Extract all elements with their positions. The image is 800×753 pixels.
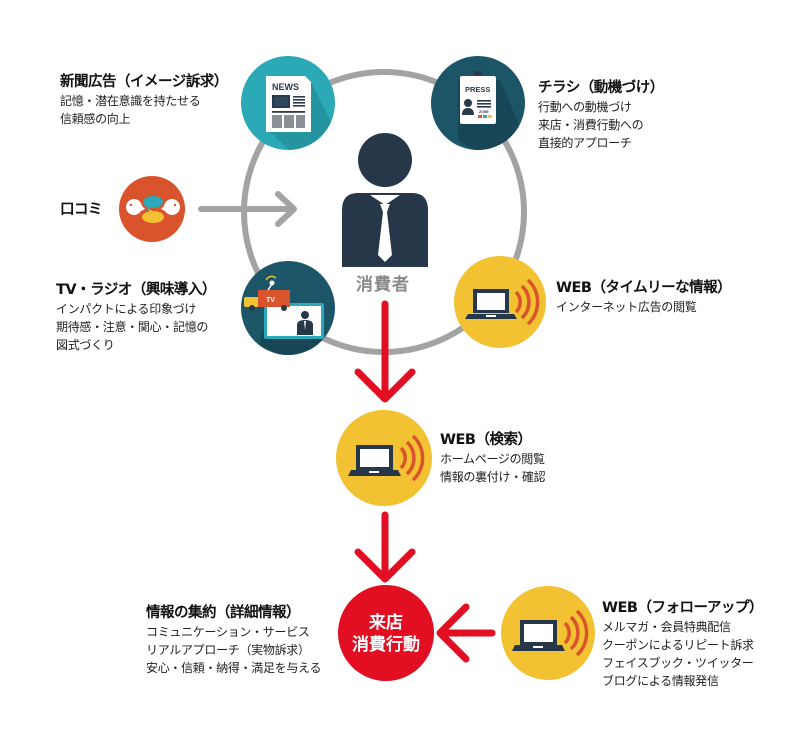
tv-radio-title: TV・ラジオ（興味導入） [56, 282, 216, 298]
info-aggregation-line: リアルアプローチ（実物訴求） [146, 643, 310, 657]
web-search-text: WEB（検索） ホームページの閲覧 情報の裏付け・確認 [440, 430, 546, 486]
web-followup-title: WEB（フォローアップ） [602, 600, 763, 616]
web-search-line: 情報の裏付け・確認 [440, 470, 546, 484]
businessman-icon [342, 133, 428, 267]
web-timely-text: WEB（タイムリーな情報） インターネット広告の閲覧 [556, 278, 732, 316]
tv-radio-line: 図式づくり [56, 338, 115, 352]
newspaper-line: 記憶・潜在意識を持たせる [60, 94, 201, 108]
newspaper-text: 新聞広告（イメージ訴求） 記憶・潜在意識を持たせる 信頼感の向上 [60, 72, 228, 128]
word-of-mouth-arrow [198, 191, 297, 227]
flyer-node: PRESS ZONE [431, 56, 525, 150]
store-visit-line: 消費行動 [352, 635, 420, 655]
info-aggregation-line: 安心・信頼・納得・満足を与える [146, 661, 322, 675]
flyer-title: チラシ（動機づけ） [538, 80, 664, 96]
web-followup-line: フェイスブック・ツイッター [602, 656, 754, 670]
info-aggregation-title: 情報の集約（詳細情報） [146, 605, 301, 621]
newspaper-node: NEWS [241, 56, 335, 150]
flyer-line: 来店・消費行動への [538, 118, 644, 132]
press-badge-text: PRESS [465, 85, 490, 94]
store-visit-circle [338, 585, 434, 681]
web-timely-node [454, 256, 546, 348]
word-of-mouth-node [119, 176, 185, 242]
store-visit-label: 来店 消費行動 [340, 612, 432, 656]
web-search-line: ホームページの閲覧 [440, 452, 545, 466]
word-of-mouth-title: 口コミ [60, 202, 103, 218]
tv-radio-line: インパクトによる印象づけ [56, 302, 197, 316]
laptop-signal-icon [348, 434, 425, 482]
arrow-consumer-to-web-search [354, 300, 416, 403]
tv-radio-text: TV・ラジオ（興味導入） インパクトによる印象づけ 期待感・注意・関心・記憶の … [56, 280, 216, 354]
consumer-label: 消費者 [356, 275, 410, 295]
word-of-mouth-text: 口コミ [60, 200, 103, 220]
flyer-text: チラシ（動機づけ） 行動への動機づけ 来店・消費行動への 直接的アプローチ [538, 78, 664, 152]
tv-icon-text: TV [266, 297, 275, 304]
web-timely-title: WEB（タイムリーな情報） [556, 280, 732, 296]
newspaper-icon-text: NEWS [272, 82, 299, 92]
tv-radio-node: TV [241, 261, 335, 355]
web-search-title: WEB（検索） [440, 432, 532, 448]
store-visit-line: 来店 [369, 613, 403, 633]
chat-bubbles-icon [126, 196, 180, 223]
info-aggregation-line: コミュニケーション・サービス [146, 625, 310, 639]
arrow-web-search-to-store [354, 511, 416, 583]
web-followup-node [501, 586, 595, 680]
newspaper-title: 新聞広告（イメージ訴求） [60, 74, 228, 90]
web-followup-line: メルマガ・会員特典配信 [602, 620, 731, 634]
laptop-signal-icon [465, 278, 540, 326]
web-timely-line: インターネット広告の閲覧 [556, 300, 697, 314]
flyer-line: 行動への動機づけ [538, 100, 632, 114]
flyer-line: 直接的アプローチ [538, 136, 632, 150]
info-aggregation-text: 情報の集約（詳細情報） コミュニケーション・サービス リアルアプローチ（実物訴求… [146, 603, 321, 677]
web-followup-text: WEB（フォローアップ） メルマガ・会員特典配信 クーポンによるリピート訴求 フ… [602, 598, 763, 690]
laptop-signal-icon [512, 609, 589, 657]
press-badge-icon: PRESS ZONE [460, 71, 496, 124]
arrow-followup-to-store [436, 603, 496, 663]
web-search-node [336, 410, 432, 506]
tv-broadcast-icon: TV [244, 275, 324, 339]
web-followup-line: ブログによる情報発信 [602, 674, 719, 688]
press-zone-text: ZONE [479, 110, 489, 114]
newspaper-line: 信頼感の向上 [60, 112, 131, 126]
web-followup-line: クーポンによるリピート訴求 [602, 638, 754, 652]
newspaper-icon: NEWS [266, 76, 311, 132]
tv-radio-line: 期待感・注意・関心・記憶の [56, 320, 209, 334]
